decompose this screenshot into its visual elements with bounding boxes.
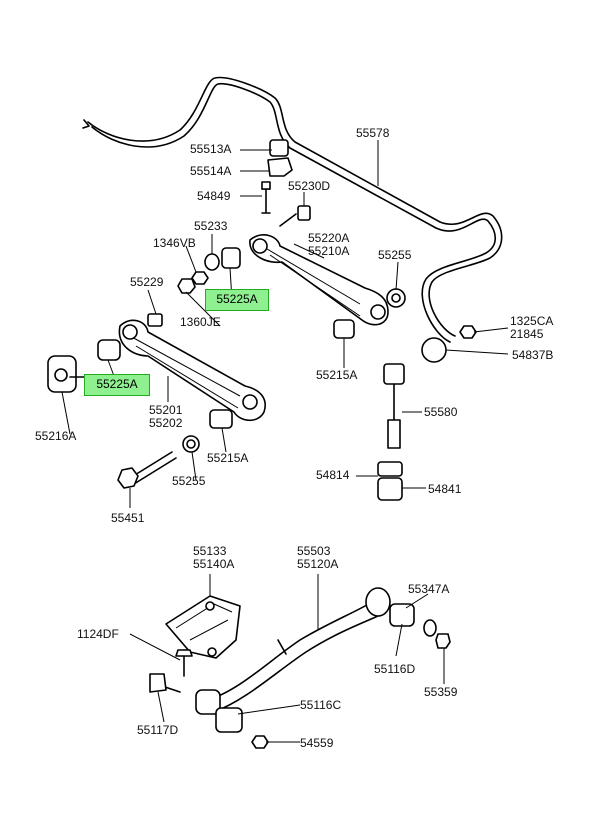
part-label-55578[interactable]: 55578 [356, 126, 390, 140]
part-label-55116D[interactable]: 55116D [374, 662, 416, 676]
part-label-55230D[interactable]: 55230D [288, 179, 331, 193]
trailing-arm [149, 587, 451, 749]
part-label-55347A[interactable]: 55347A [408, 582, 450, 596]
part-label-55215A-upper[interactable]: 55215A [316, 368, 358, 382]
part-label-54559[interactable]: 54559 [300, 736, 334, 750]
lower-lateral-arm [47, 313, 266, 489]
part-label-55514A[interactable]: 55514A [190, 164, 232, 178]
stabilizer-bar [82, 76, 503, 343]
leader-lines [61, 140, 509, 743]
part-label-54841[interactable]: 54841 [428, 482, 462, 496]
part-label-55513A[interactable]: 55513A [190, 142, 232, 156]
part-label-55255-upper[interactable]: 55255 [378, 248, 412, 262]
part-label-55116C[interactable]: 55116C [300, 698, 342, 712]
part-label-55201-55202[interactable]: 55201 55202 [149, 403, 183, 430]
part-label-55451[interactable]: 55451 [111, 511, 145, 525]
part-label-1325CA-21845[interactable]: 1325CA 21845 [510, 314, 554, 341]
part-label-55215A-lower[interactable]: 55215A [207, 451, 249, 465]
stabilizer-link [377, 325, 477, 501]
part-label-54814[interactable]: 54814 [316, 468, 350, 482]
part-label-1346VB[interactable]: 1346VB [153, 236, 196, 250]
part-label-55233[interactable]: 55233 [194, 219, 228, 233]
part-label-55255-lower[interactable]: 55255 [172, 474, 206, 488]
part-label-54837B[interactable]: 54837B [512, 348, 554, 362]
part-label-55133-55140A[interactable]: 55133 55140A [193, 544, 235, 571]
part-label-55229[interactable]: 55229 [130, 275, 164, 289]
part-label-55580[interactable]: 55580 [424, 405, 458, 419]
highlighted-part-55225A-lower[interactable]: 55225A [84, 374, 150, 396]
part-label-55216A[interactable]: 55216A [35, 429, 77, 443]
part-label-55220A-55210A[interactable]: 55220A 55210A [308, 231, 350, 258]
part-label-1124DF[interactable]: 1124DF [77, 627, 119, 641]
part-label-1360JE[interactable]: 1360JE [180, 315, 221, 329]
part-label-54849[interactable]: 54849 [197, 189, 231, 203]
part-label-55117D[interactable]: 55117D [137, 723, 179, 737]
part-label-55503-55120A[interactable]: 55503 55120A [297, 544, 339, 571]
part-label-55359[interactable]: 55359 [424, 685, 458, 699]
highlighted-part-55225A-upper[interactable]: 55225A [205, 289, 269, 311]
